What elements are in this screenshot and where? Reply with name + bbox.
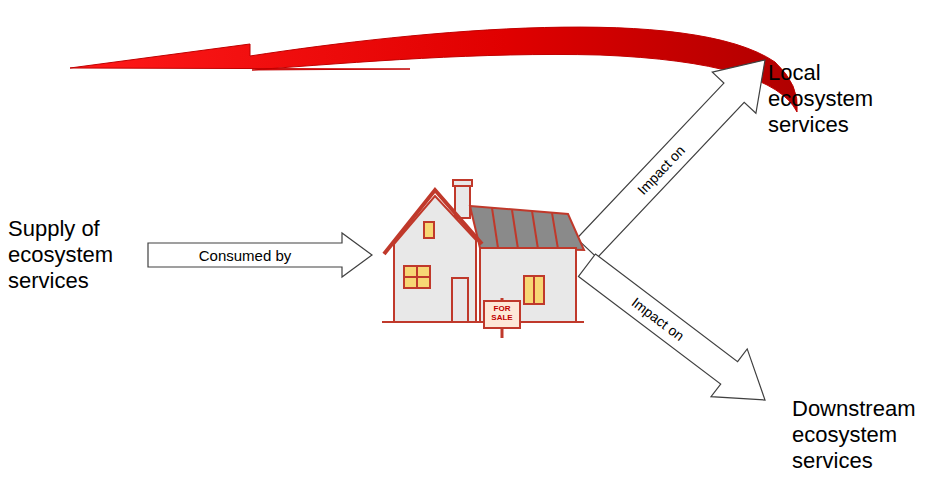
node-label: Supply of ecosystem services	[8, 216, 148, 294]
house-node: FOR SALE	[372, 170, 587, 340]
node-label: Local ecosystem services	[768, 60, 915, 138]
text-node: Local ecosystem services	[765, 60, 915, 140]
sign-text: FOR SALE	[485, 304, 519, 322]
arrow-label: Consumed by	[199, 247, 292, 264]
block-arrow	[579, 254, 766, 400]
text-node: Downstream ecosystem services	[765, 396, 947, 476]
feedback-arrow-shape	[70, 27, 797, 112]
node-label: Downstream ecosystem services	[792, 396, 947, 474]
text-node: Supply of ecosystem services	[8, 216, 148, 294]
house-illustration	[372, 170, 587, 340]
block-arrow	[577, 60, 765, 258]
block-arrow	[148, 233, 372, 277]
